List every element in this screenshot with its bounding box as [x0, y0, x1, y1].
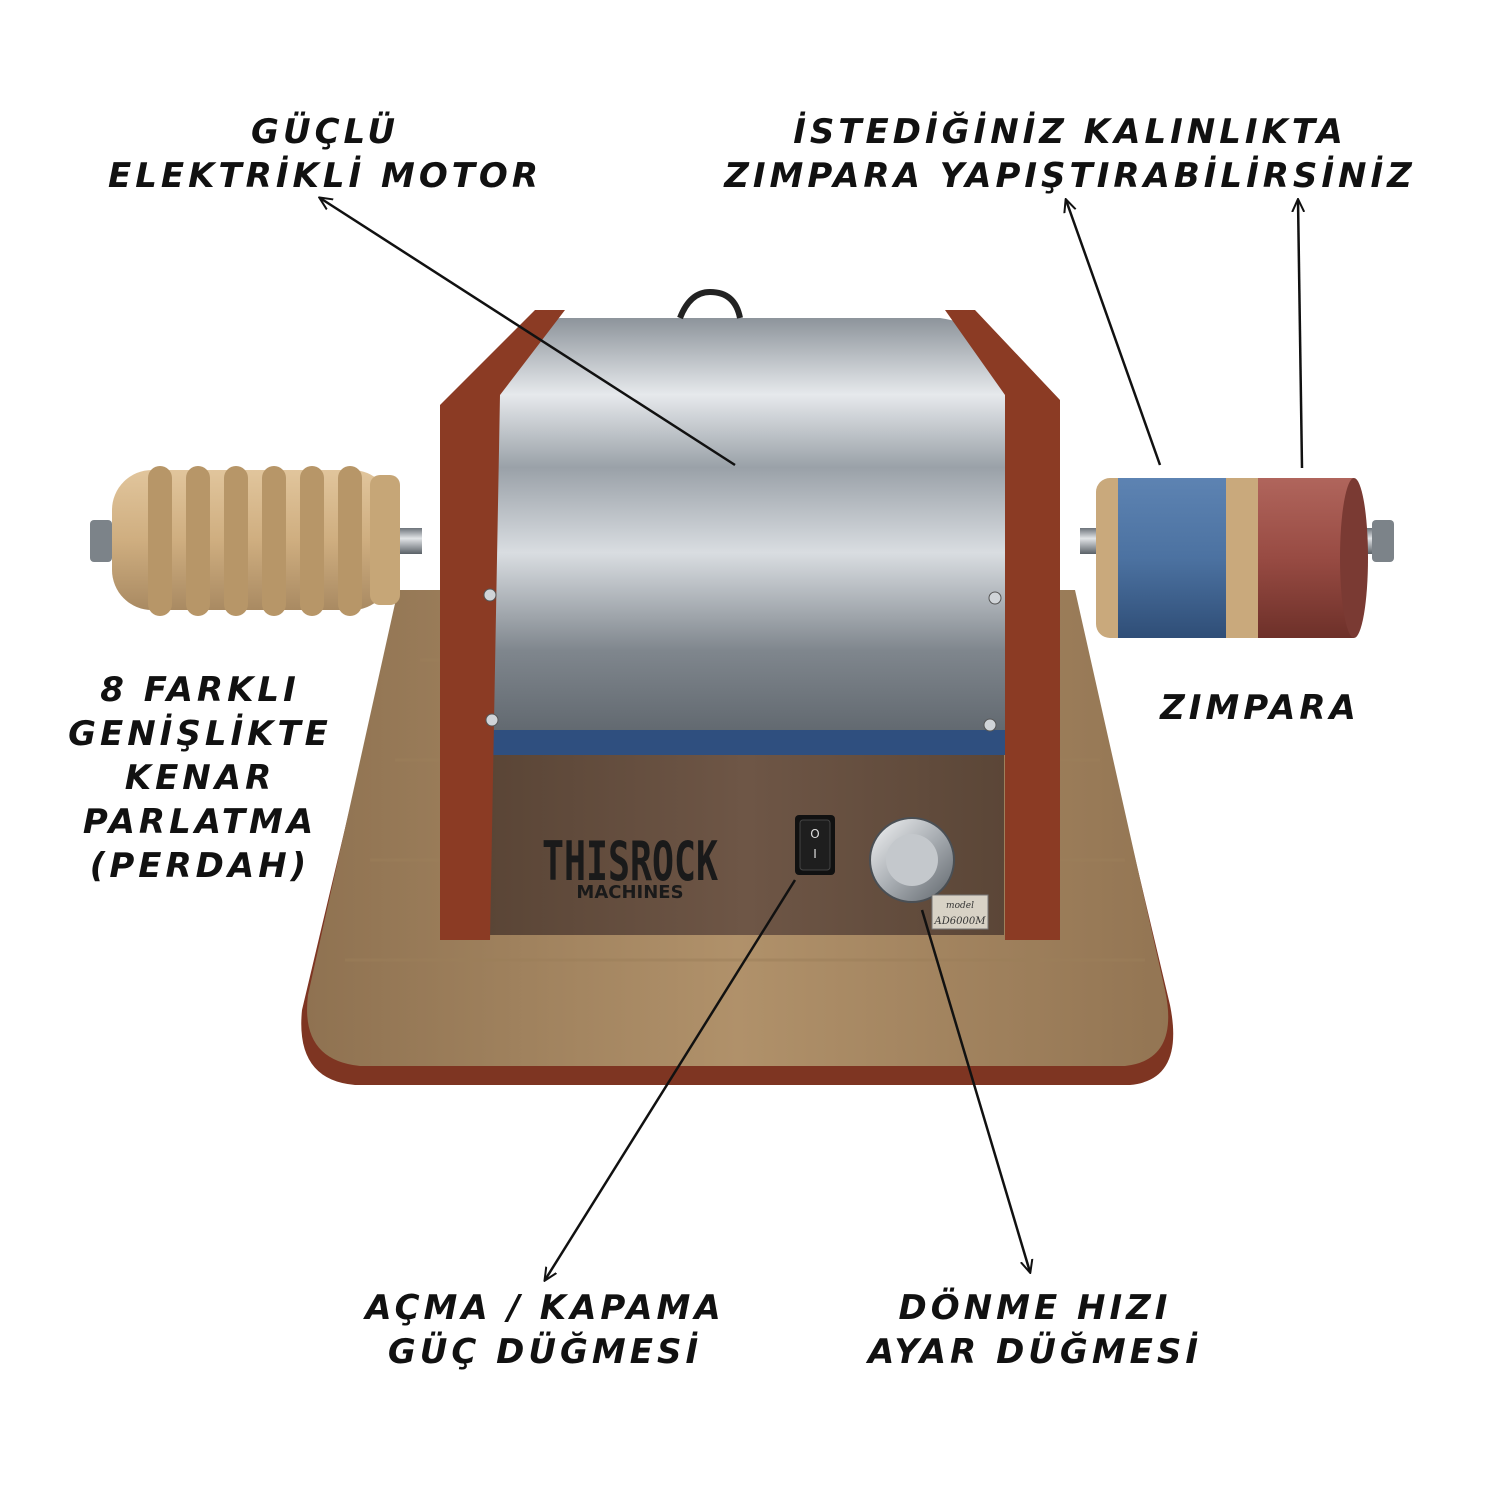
- arrow-thickness-left: [1066, 200, 1162, 466]
- machine-housing: [440, 288, 1060, 940]
- switch-on-symbol: I: [813, 847, 817, 861]
- thickness-callout: İSTEDİĞİNİZ KALINLIKTA ZIMPARA YAPIŞTIRA…: [700, 110, 1440, 198]
- thickness-callout-line-2: ZIMPARA YAPIŞTIRABİLİRSİNİZ: [724, 156, 1416, 196]
- thickness-callout-line-1: İSTEDİĞİNİZ KALINLIKTA: [793, 112, 1347, 152]
- brand-subtitle: MACHINES: [576, 882, 683, 903]
- sanding-drums: [1080, 478, 1394, 638]
- power-callout-line-1: AÇMA / KAPAMA: [365, 1288, 725, 1328]
- polish-callout-line-2: GENİŞLİKTE: [68, 714, 332, 754]
- speed-callout-line-2: AYAR DÜĞMESİ: [867, 1332, 1203, 1372]
- model-plate: model AD6000M: [931, 894, 989, 930]
- power-callout-line-2: GÜÇ DÜĞMESİ: [387, 1332, 703, 1372]
- arrow-motor: [320, 198, 736, 467]
- polish-callout-line-3: KENAR: [124, 758, 276, 798]
- polishing-spool: [90, 466, 422, 616]
- speed-callout-line-1: DÖNME HIZI: [898, 1288, 1172, 1328]
- sanding-callout-line-1: ZIMPARA: [1160, 688, 1360, 728]
- polish-callout: 8 FARKLI GENİŞLİKTE KENAR PARLATMA (PERD…: [45, 668, 355, 888]
- model-number: AD6000M: [934, 916, 987, 927]
- speed-callout: DÖNME HIZI AYAR DÜĞMESİ: [845, 1286, 1225, 1374]
- power-callout: AÇMA / KAPAMA GÜÇ DÜĞMESİ: [330, 1286, 760, 1374]
- sanding-callout: ZIMPARA: [1140, 686, 1380, 730]
- polish-callout-line-5: (PERDAH): [89, 846, 311, 886]
- polish-callout-line-1: 8 FARKLI: [100, 670, 300, 710]
- arrow-thickness-right: [1298, 200, 1302, 469]
- power-switch[interactable]: O I: [795, 815, 835, 875]
- motor-callout-line-1: GÜÇLÜ: [251, 112, 399, 152]
- switch-off-symbol: O: [810, 827, 819, 841]
- arrow-speed: [920, 909, 1030, 1272]
- model-caption: model: [946, 901, 974, 911]
- speed-knob[interactable]: [869, 817, 955, 903]
- motor-callout: GÜÇLÜ ELEKTRİKLİ MOTOR: [90, 110, 560, 198]
- arrow-power: [545, 879, 797, 1280]
- polish-callout-line-4: PARLATMA: [82, 802, 318, 842]
- motor-callout-line-2: ELEKTRİKLİ MOTOR: [108, 156, 542, 196]
- brand-name: THISROCK: [542, 830, 718, 893]
- brand-logo: THISROCK MACHINES: [542, 830, 718, 903]
- callout-arrows: [320, 198, 1302, 1280]
